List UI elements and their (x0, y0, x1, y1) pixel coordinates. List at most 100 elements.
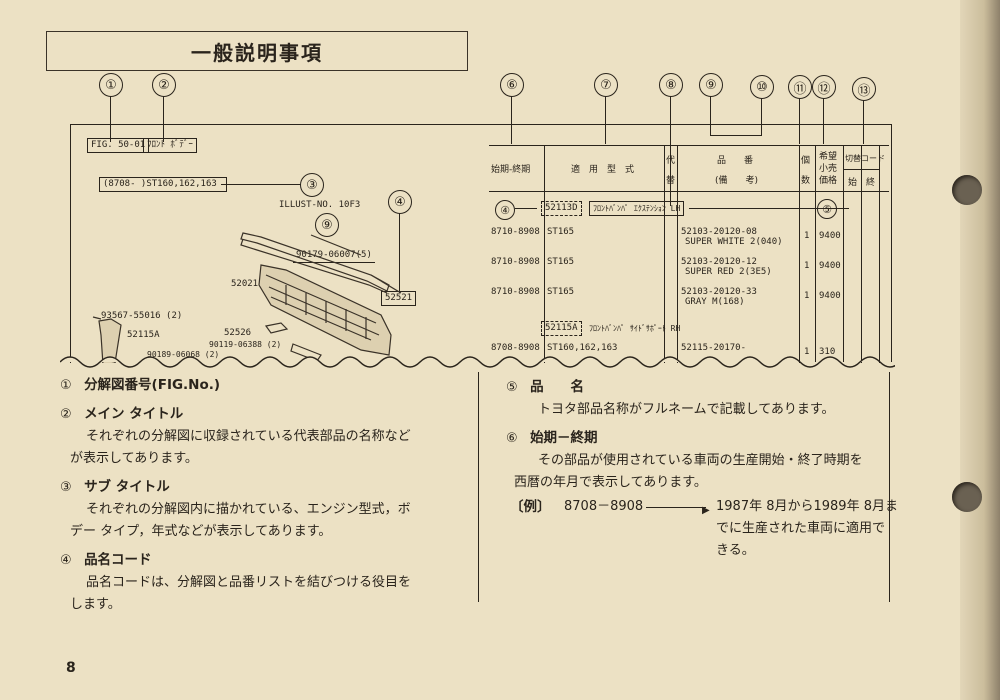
desc-num: ⑥ (506, 431, 518, 446)
desc-heading: 始期－終期 (530, 430, 598, 446)
example-label: 〔例〕 (510, 499, 551, 515)
example-arrow (646, 507, 706, 508)
header-substitute: 代替 (666, 156, 676, 186)
row-period: 8710-8908 (491, 287, 540, 297)
example-text: でに生産された車両に適用で (716, 521, 886, 536)
row-period: 8708-8908 (491, 343, 540, 353)
desc-item-1: ① 分解図番号(FIG.No.) (60, 374, 470, 397)
row-qty: 1 (804, 347, 810, 357)
leader-line (605, 96, 606, 144)
group-code-52113d: 52113D (541, 201, 582, 216)
part-93567: 93567-55016 (2) (101, 311, 183, 321)
desc-body: が表示してあります。 (70, 451, 198, 466)
desc-body: します。 (70, 597, 121, 612)
header-price-b: 小売 (819, 164, 838, 174)
parts-table: 始期-終期 適 用 型 式 代替 品 番 (備 考) 個数 希望 小売 価格 切… (489, 145, 889, 363)
desc-heading: 分解図番号(FIG.No.) (84, 377, 221, 393)
part-90119: 90119-06388 (2) (209, 340, 282, 349)
desc-heading: 品名コード (84, 552, 152, 568)
callout-2: ② (152, 73, 176, 97)
callout-1: ① (99, 73, 123, 97)
bumper-illustration (92, 232, 402, 363)
table-continuation-rule (889, 372, 890, 602)
callout-7: ⑦ (594, 73, 618, 97)
part-52021: 52021 (231, 279, 259, 289)
page-edge (960, 0, 1000, 700)
header-price-a: 希望 (819, 152, 838, 162)
desc-item-2: ② メイン タイトル それぞれの分解図に収録されている代表部品の名称など が表示… (60, 403, 470, 470)
row-price: 9400 (819, 231, 841, 241)
callout-8: ⑧ (659, 73, 683, 97)
description-left: ① 分解図番号(FIG.No.) ② メイン タイトル それぞれの分解図に収録さ… (60, 374, 470, 616)
desc-body: 西暦の年月で表示してあります。 (514, 475, 707, 490)
leader-line (799, 98, 800, 144)
desc-body: それぞれの分解図に収録されている代表部品の名称など (86, 429, 411, 444)
row-model: ST165 (547, 287, 575, 297)
leader-line (710, 135, 761, 136)
part-90189: 90189-06068 (2) (147, 350, 220, 359)
main-title-tag: ﾌﾛﾝﾄ ﾎﾞﾃﾞｰ (143, 138, 197, 153)
page-title: 一般説明事項 (46, 31, 468, 71)
desc-num: ③ (60, 480, 72, 495)
callout-12: ⑫ (812, 75, 836, 99)
example-text: きる。 (716, 543, 755, 558)
group-name-rh: ﾌﾛﾝﾄﾊﾞﾝﾊﾟ ｻｲﾄﾞｻﾎﾟｰﾄ RH (589, 324, 681, 333)
leader-line (689, 208, 849, 209)
callout-11: ⑪ (788, 75, 812, 99)
callout-10: ⑩ (750, 75, 774, 99)
desc-body: デー タイプ，年式などが表示してあります。 (70, 524, 332, 539)
table-rule (664, 145, 665, 363)
example-text: 1987年 8月から1989年 8月ま (716, 499, 898, 514)
leader-line (761, 98, 762, 136)
header-price-c: 価格 (819, 176, 838, 186)
leader-line (399, 213, 400, 293)
fig-no-tag: FIG. 50-01 (87, 138, 150, 153)
leader-line (163, 96, 164, 142)
row-price: 9400 (819, 261, 841, 271)
leader-line (863, 100, 864, 144)
group-code-52115a: 52115A (541, 321, 582, 336)
row-part: 52103-20120-08 (681, 227, 757, 237)
table-rule (815, 145, 816, 363)
desc-heading: 品 名 (530, 379, 585, 395)
header-remark: (備 考) (715, 176, 759, 186)
desc-heading: サブ タイトル (84, 479, 170, 495)
table-rule (879, 145, 880, 363)
punch-hole (952, 482, 982, 512)
part-52115a: 52115A (127, 330, 160, 340)
callout-9: ⑨ (699, 73, 723, 97)
sample-figure: FIG. 50-01 ﾌﾛﾝﾄ ﾎﾞﾃﾞｰ (8708- )ST160,162,… (70, 124, 892, 363)
callout-3: ③ (300, 173, 324, 197)
table-rule (843, 145, 844, 363)
callout-13: ⑬ (852, 77, 876, 101)
row-part: 52103-20120-33 (681, 287, 757, 297)
desc-num: ① (60, 378, 72, 393)
row-model: ST165 (547, 257, 575, 267)
leader-line (515, 208, 537, 209)
desc-num: ② (60, 407, 72, 422)
description-right: ⑤ 品 名 トヨタ部品名称がフルネームで記載してあります。 ⑥ 始期－終期 その… (506, 376, 906, 566)
leader-line (670, 96, 671, 206)
illust-no: ILLUST-NO. 10F3 (279, 200, 361, 210)
header-period: 始期-終期 (491, 165, 531, 175)
callout-4-figure: ④ (388, 190, 412, 214)
row-remark: SUPER RED 2(3E5) (685, 267, 772, 277)
desc-item-4: ④ 品名コード 品名コードは、分解図と品番リストを結びつける役目を します。 (60, 549, 470, 616)
row-qty: 1 (804, 291, 810, 301)
header-qty: 個数 (801, 156, 811, 186)
row-model: ST160,162,163 (547, 343, 618, 353)
row-remark: SUPER WHITE 2(040) (685, 237, 783, 247)
leader-line (511, 96, 512, 144)
header-end: 終 (866, 178, 876, 188)
row-qty: 1 (804, 231, 810, 241)
leader-line (110, 96, 111, 142)
wavy-cut-line (60, 356, 895, 368)
row-price: 9400 (819, 291, 841, 301)
desc-body: その部品が使用されている車両の生産開始・終了時期を (538, 453, 863, 468)
row-period: 8710-8908 (491, 227, 540, 237)
row-part: 52103-20120-12 (681, 257, 757, 267)
row-qty: 1 (804, 261, 810, 271)
header-part-no: 品 番 (717, 156, 754, 166)
row-remark: GRAY M(168) (685, 297, 745, 307)
table-rule (843, 169, 879, 170)
